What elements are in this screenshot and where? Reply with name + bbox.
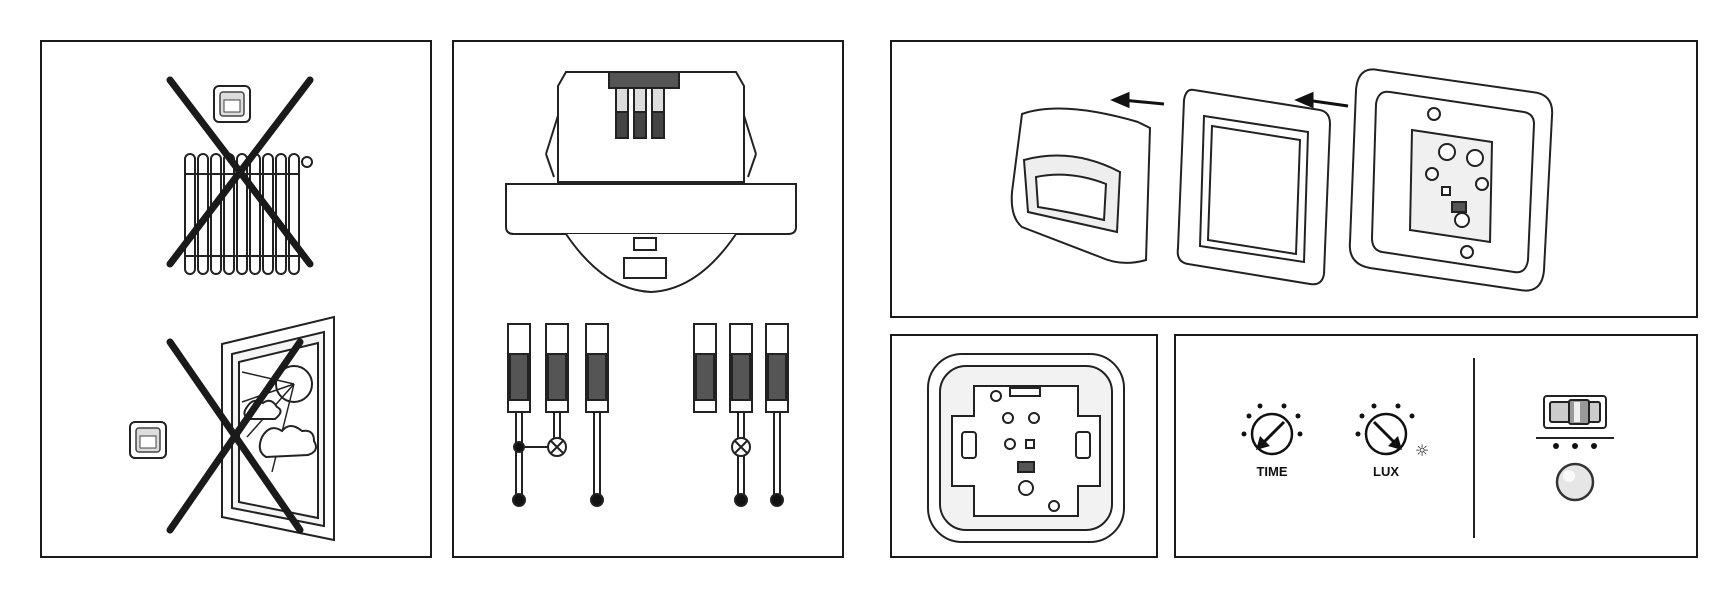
wiring-diagram-right bbox=[694, 324, 788, 506]
time-dial-icon[interactable] bbox=[1242, 404, 1303, 455]
sun-icon: ☼ bbox=[1415, 441, 1429, 460]
controls-drawing: TIME LUX ☼ bbox=[1176, 336, 1700, 560]
lux-dial-icon[interactable] bbox=[1356, 404, 1415, 455]
lux-dial-label: LUX bbox=[1373, 464, 1399, 479]
flush-sensor-unit bbox=[506, 72, 796, 292]
assembly-panel bbox=[890, 40, 1698, 318]
mode-slide-switch[interactable] bbox=[1536, 396, 1614, 438]
assembly-drawing bbox=[892, 42, 1700, 320]
sensor-cover bbox=[1012, 109, 1150, 263]
wiring-diagram-left bbox=[508, 324, 608, 506]
status-led-icon bbox=[1557, 464, 1593, 500]
assembly-arrow-1 bbox=[1114, 94, 1164, 106]
wiring-drawing bbox=[454, 42, 846, 560]
led-highlight bbox=[1563, 470, 1575, 482]
base-plate-drawing bbox=[892, 336, 1160, 560]
base-plate-panel bbox=[890, 334, 1158, 558]
controls-panel: TIME LUX ☼ bbox=[1174, 334, 1698, 558]
wiring-panel bbox=[452, 40, 844, 558]
placement-warning-panel bbox=[40, 40, 432, 558]
cover-frame bbox=[1178, 90, 1330, 285]
assembly-arrow-2 bbox=[1298, 94, 1348, 106]
sensor-icon-top bbox=[214, 86, 250, 122]
base-plate bbox=[1350, 69, 1552, 290]
placement-warning-drawing bbox=[42, 42, 434, 560]
time-dial-label: TIME bbox=[1256, 464, 1287, 479]
sensor-icon-bottom bbox=[130, 422, 166, 458]
switch-position-dots bbox=[1553, 443, 1597, 449]
